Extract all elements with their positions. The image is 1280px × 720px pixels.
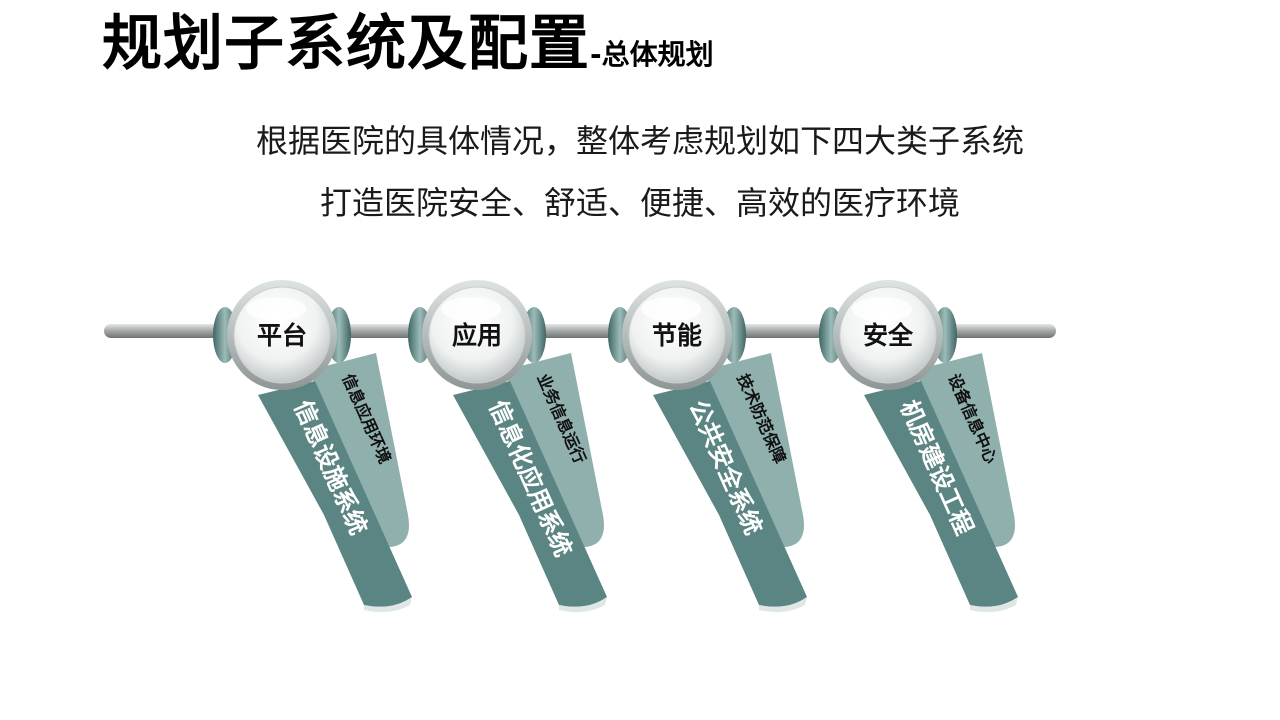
ribbon-tip-curl (970, 597, 1018, 613)
ribbon-tip-curl (364, 597, 412, 613)
ribbon-back (505, 353, 604, 548)
title-dash: - (590, 38, 602, 71)
slide-title: 规划子系统及配置-总体规划 (102, 14, 714, 74)
subtitle-line-1: 根据医院的具体情况，整体考虑规划如下四大类子系统 (255, 122, 1024, 160)
sphere-highlight (641, 297, 701, 321)
node-label: 平台 (257, 321, 307, 350)
sphere-highlight (246, 297, 306, 321)
node-label: 节能 (652, 321, 702, 350)
title-sub: 总体规划 (601, 38, 714, 71)
ribbon-back (310, 353, 409, 548)
ribbon-tip-curl (559, 597, 607, 613)
ribbon-front (653, 381, 807, 607)
ribbon-back (916, 353, 1015, 548)
node-label: 应用 (452, 321, 502, 350)
ribbon-front (864, 381, 1018, 607)
subtitle-line-2: 打造医院安全、舒适、便捷、高效的医疗环境 (319, 184, 960, 222)
nodes-layer: 平台信息应用环境信息设施系统应用业务信息运行信息化应用系统节能技术防范保障公共安… (213, 280, 1018, 613)
ribbon-front (453, 381, 607, 607)
ribbon-front (258, 381, 412, 607)
sphere-highlight (441, 297, 501, 321)
node-label: 安全 (863, 321, 914, 350)
ribbon-back (705, 353, 804, 548)
ribbon-tip-curl (759, 597, 807, 613)
sphere-highlight (852, 297, 912, 321)
title-main: 规划子系统及配置 (102, 9, 590, 79)
